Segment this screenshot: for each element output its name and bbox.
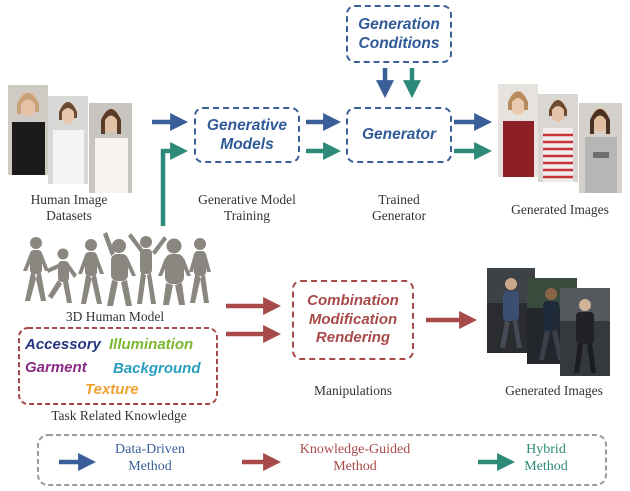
mannequin-7 (189, 238, 211, 303)
knowledge-accessory: Accessory (25, 336, 101, 353)
dataset-photo-1 (8, 85, 48, 175)
generated-images-top-photos (498, 84, 622, 193)
human-image-datasets-photos (8, 85, 132, 193)
generative-models-node: Generative Models (194, 107, 300, 163)
3d-human-model-figures (23, 232, 211, 306)
manipulations-node: Combination Modification Rendering (292, 280, 414, 360)
generated-photo-2 (538, 94, 578, 182)
modification-label: Modification (308, 310, 398, 328)
legend-data-driven-line1: Data-Driven (115, 442, 185, 457)
dataset-photo-2 (48, 96, 88, 184)
legend-data-driven-line2: Method (128, 458, 172, 474)
legend-knowledge-guided-label: Knowledge-Guided Method (280, 442, 430, 476)
generator-label: Generator (361, 126, 437, 144)
mannequin-4 (103, 232, 136, 306)
generative-models-line2: Models (220, 136, 274, 153)
human-image-datasets-line1: Human Image (30, 192, 108, 207)
generated-images-bottom-photos (487, 268, 610, 376)
generative-model-training-caption: Generative Model Training (180, 192, 314, 224)
generative-models-line1: Generative (206, 116, 288, 134)
legend-box (37, 434, 607, 486)
human-image-datasets-line2: Datasets (46, 208, 92, 224)
flow-arrows (152, 68, 493, 343)
generation-conditions-line2: Conditions (358, 35, 440, 52)
dataset-photo-3 (89, 103, 132, 193)
arrow-3d-model-to-generative-models (160, 142, 189, 226)
generative-model-training-line1: Generative Model (198, 192, 296, 207)
generation-conditions-node: Generation Conditions (346, 5, 452, 63)
mannequin-3 (78, 239, 104, 304)
mannequin-1 (23, 237, 49, 301)
legend-knowledge-guided-line2: Method (333, 458, 377, 474)
rendered-photo-3 (560, 288, 610, 376)
legend-hybrid-line1: Hybrid (526, 442, 566, 457)
generated-photo-1 (498, 84, 538, 177)
trained-generator-line1: Trained (378, 192, 420, 207)
manipulations-caption: Manipulations (314, 383, 392, 398)
generated-images-top-caption: Generated Images (511, 202, 609, 217)
trained-generator-caption: Trained Generator (345, 192, 453, 224)
knowledge-texture: Texture (85, 381, 139, 398)
mannequin-6 (158, 238, 191, 305)
mannequin-5 (128, 233, 167, 304)
legend-knowledge-guided-line1: Knowledge-Guided (299, 442, 411, 457)
generator-node: Generator (346, 107, 452, 163)
generative-model-training-line2: Training (223, 208, 270, 224)
knowledge-illumination: Illumination (109, 336, 194, 353)
combination-label: Combination (307, 291, 399, 309)
task-knowledge-box (18, 327, 218, 405)
task-related-knowledge-caption: Task Related Knowledge (51, 408, 187, 423)
knowledge-garment: Garment (25, 359, 87, 376)
legend-hybrid-line2: Method (524, 458, 568, 474)
trained-generator-line2: Generator (372, 208, 426, 224)
generation-conditions-line1: Generation (358, 15, 440, 33)
legend-data-driven-label: Data-Driven Method (94, 442, 206, 476)
knowledge-background: Background (113, 360, 201, 377)
mannequin-2 (47, 248, 77, 303)
legend-hybrid-label: Hybrid Method (510, 442, 582, 476)
human-image-datasets-caption: Human Image Datasets (14, 192, 124, 224)
3d-human-model-caption: 3D Human Model (65, 309, 165, 324)
generated-photo-3 (579, 103, 622, 193)
rendering-label: Rendering (315, 329, 391, 347)
generated-images-bottom-caption: Generated Images (505, 383, 603, 398)
